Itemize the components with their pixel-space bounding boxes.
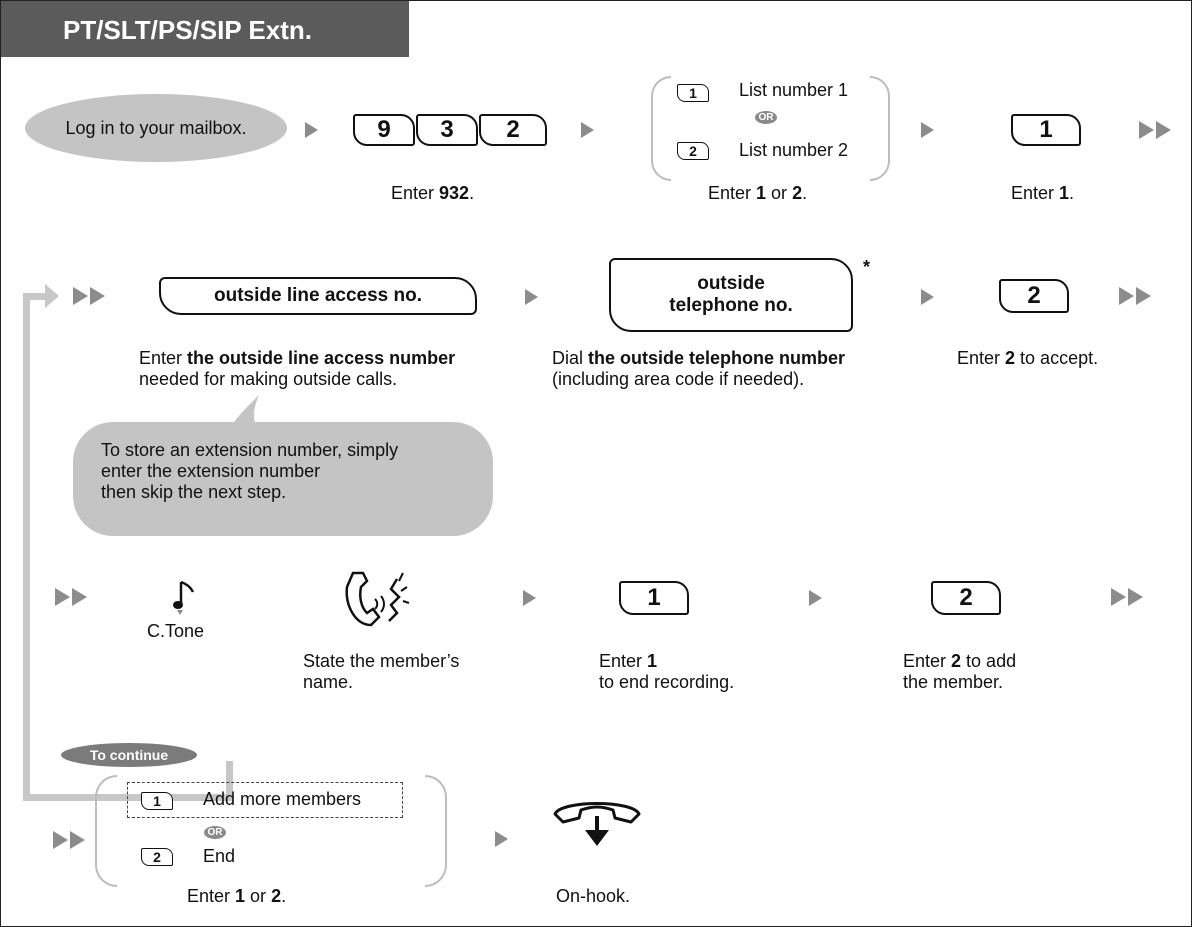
key-1: 1 bbox=[619, 581, 689, 615]
caption-state-line2: name. bbox=[303, 672, 354, 692]
caption-tel-line1: Dial the outside telephone number bbox=[552, 348, 846, 368]
double-arrow-icon bbox=[1139, 121, 1171, 139]
loop-line-bottom bbox=[23, 794, 233, 801]
section-header: PT/SLT/PS/SIP Extn. bbox=[1, 1, 409, 57]
key-2-small: 2 bbox=[141, 848, 173, 866]
login-label: Log in to your mailbox. bbox=[65, 117, 247, 138]
tel-label-line1: outside bbox=[697, 273, 765, 294]
end-label: End bbox=[203, 846, 236, 866]
speaking-handset-icon bbox=[345, 571, 410, 627]
tip-line2: enter the extension number bbox=[101, 461, 321, 481]
key-1-small: 1 bbox=[141, 792, 173, 810]
caption-enter-1-or-2: Enter 1 or 2. bbox=[187, 886, 287, 906]
caption-add-member-line1: Enter 2 to add bbox=[903, 651, 1017, 671]
arrow-right-icon bbox=[581, 122, 594, 138]
loop-line-top bbox=[23, 293, 53, 300]
caption-enter-2-accept: Enter 2 to accept. bbox=[957, 348, 1099, 368]
outside-telephone-box: outside telephone no. bbox=[609, 258, 853, 332]
loop-line-vertical bbox=[23, 293, 30, 801]
arrow-right-icon bbox=[495, 831, 508, 847]
paren-left bbox=[95, 775, 117, 887]
double-arrow-icon bbox=[73, 287, 105, 305]
paren-right bbox=[870, 76, 890, 181]
arrow-right-icon bbox=[525, 289, 538, 305]
arrow-right-icon bbox=[305, 122, 318, 138]
key-2-small: 2 bbox=[677, 142, 709, 160]
key-2: 2 bbox=[999, 279, 1069, 313]
caption-on-hook: On-hook. bbox=[556, 886, 631, 906]
caption-end-recording-line2: to end recording. bbox=[599, 672, 735, 692]
key-1-small: 1 bbox=[677, 84, 709, 102]
outside-line-access-box: outside line access no. bbox=[159, 277, 477, 315]
paren-left bbox=[651, 76, 671, 181]
loop-line-right bbox=[226, 761, 233, 801]
caption-state-line1: State the member’s bbox=[303, 651, 460, 671]
arrow-right-icon bbox=[809, 590, 822, 606]
caption-end-recording-line1: Enter 1 bbox=[599, 651, 658, 671]
tip-bubble: To store an extension number, simply ent… bbox=[73, 422, 493, 536]
key-2: 2 bbox=[931, 581, 1001, 615]
caption-access-line1: Enter the outside line access number bbox=[139, 348, 456, 368]
tone-label: C.Tone bbox=[147, 621, 205, 641]
tip-line1: To store an extension number, simply bbox=[101, 440, 399, 460]
choice-list-1-label: List number 1 bbox=[739, 80, 849, 100]
key-9: 9 bbox=[353, 114, 415, 146]
arrow-right-icon bbox=[921, 289, 934, 305]
dashed-highlight bbox=[127, 782, 403, 818]
loop-arrow-icon bbox=[45, 284, 59, 308]
tip-line3: then skip the next step. bbox=[101, 482, 287, 502]
caption-access-line2: needed for making outside calls. bbox=[139, 369, 398, 389]
tel-label-line2: telephone no. bbox=[669, 295, 793, 316]
or-badge: OR bbox=[204, 826, 226, 839]
add-more-members-label: Add more members bbox=[203, 789, 362, 809]
caption-enter-1: Enter 1. bbox=[1011, 183, 1075, 203]
on-hook-icon bbox=[553, 802, 641, 846]
or-badge: OR bbox=[755, 111, 777, 124]
asterisk-note: * bbox=[863, 257, 871, 277]
paren-right bbox=[425, 775, 447, 887]
login-oval: Log in to your mailbox. bbox=[25, 94, 287, 162]
double-arrow-icon bbox=[1119, 287, 1151, 305]
choice-list-2-label: List number 2 bbox=[739, 140, 849, 160]
caption-add-member-line2: the member. bbox=[903, 672, 1004, 692]
music-note-icon bbox=[173, 580, 195, 615]
key-3: 3 bbox=[416, 114, 478, 146]
double-arrow-icon bbox=[55, 588, 87, 606]
arrow-right-icon bbox=[921, 122, 934, 138]
arrow-right-icon bbox=[523, 590, 536, 606]
double-arrow-icon bbox=[1111, 588, 1143, 606]
caption-enter-1-or-2: Enter 1 or 2. bbox=[708, 183, 808, 203]
key-1: 1 bbox=[1011, 114, 1081, 146]
caption-enter-932: Enter 932. bbox=[391, 183, 475, 203]
double-arrow-icon bbox=[53, 831, 85, 849]
caption-tel-line2: (including area code if needed). bbox=[552, 369, 805, 389]
to-continue-badge: To continue bbox=[61, 743, 197, 767]
key-2: 2 bbox=[479, 114, 547, 146]
